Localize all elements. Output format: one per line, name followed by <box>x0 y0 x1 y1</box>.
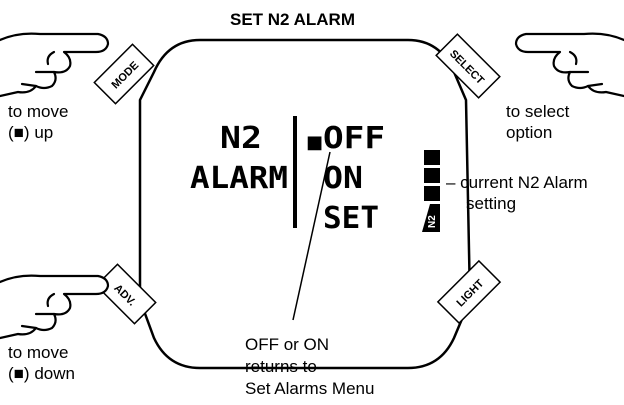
adv-callout-line2: (■) down <box>8 364 75 383</box>
display-alarm-label: ALARM <box>190 161 288 196</box>
option-off[interactable]: OFF <box>323 121 385 156</box>
mode-callout-line1: to move <box>8 102 69 121</box>
display-divider <box>293 116 297 228</box>
bar-callout-line1: – current N2 Alarm <box>446 173 588 192</box>
watch-face-outline <box>138 38 472 370</box>
n2-bar-segment <box>424 186 440 201</box>
callout-leader-line <box>292 151 331 321</box>
off-on-callout-line2: returns to <box>245 357 317 376</box>
light-button[interactable]: LIGHT <box>436 259 502 325</box>
n2-bar-graph: N2 <box>422 150 440 232</box>
select-callout-line2: option <box>506 123 553 142</box>
select-callout-line1: to select <box>506 102 570 121</box>
adv-button[interactable]: ADV. <box>95 263 157 325</box>
off-on-callout-line3: Set Alarms Menu <box>245 379 375 398</box>
n2-bar-segment <box>424 168 440 183</box>
pointing-hand-icon-select <box>514 32 624 98</box>
mode-button[interactable]: MODE <box>93 43 155 105</box>
option-set[interactable]: SET <box>323 201 379 236</box>
n2-bar-segment <box>424 150 440 165</box>
adv-callout-line1: to move <box>8 343 69 362</box>
mode-callout-line2: (■) up <box>8 123 54 142</box>
n2-bar-base <box>422 204 440 232</box>
bar-callout-line2: setting <box>466 194 517 213</box>
option-on[interactable]: ON <box>323 161 363 196</box>
pointing-hand-icon-adv <box>0 274 110 340</box>
n2-bar-label: N2 <box>427 215 438 228</box>
pointing-hand-icon-mode <box>0 32 110 98</box>
page-title: SET N2 ALARM <box>230 10 355 29</box>
selection-marker: ■ <box>306 132 323 153</box>
off-on-callout-line1: OFF or ON <box>245 335 330 354</box>
display-n2-label: N2 <box>220 121 262 156</box>
